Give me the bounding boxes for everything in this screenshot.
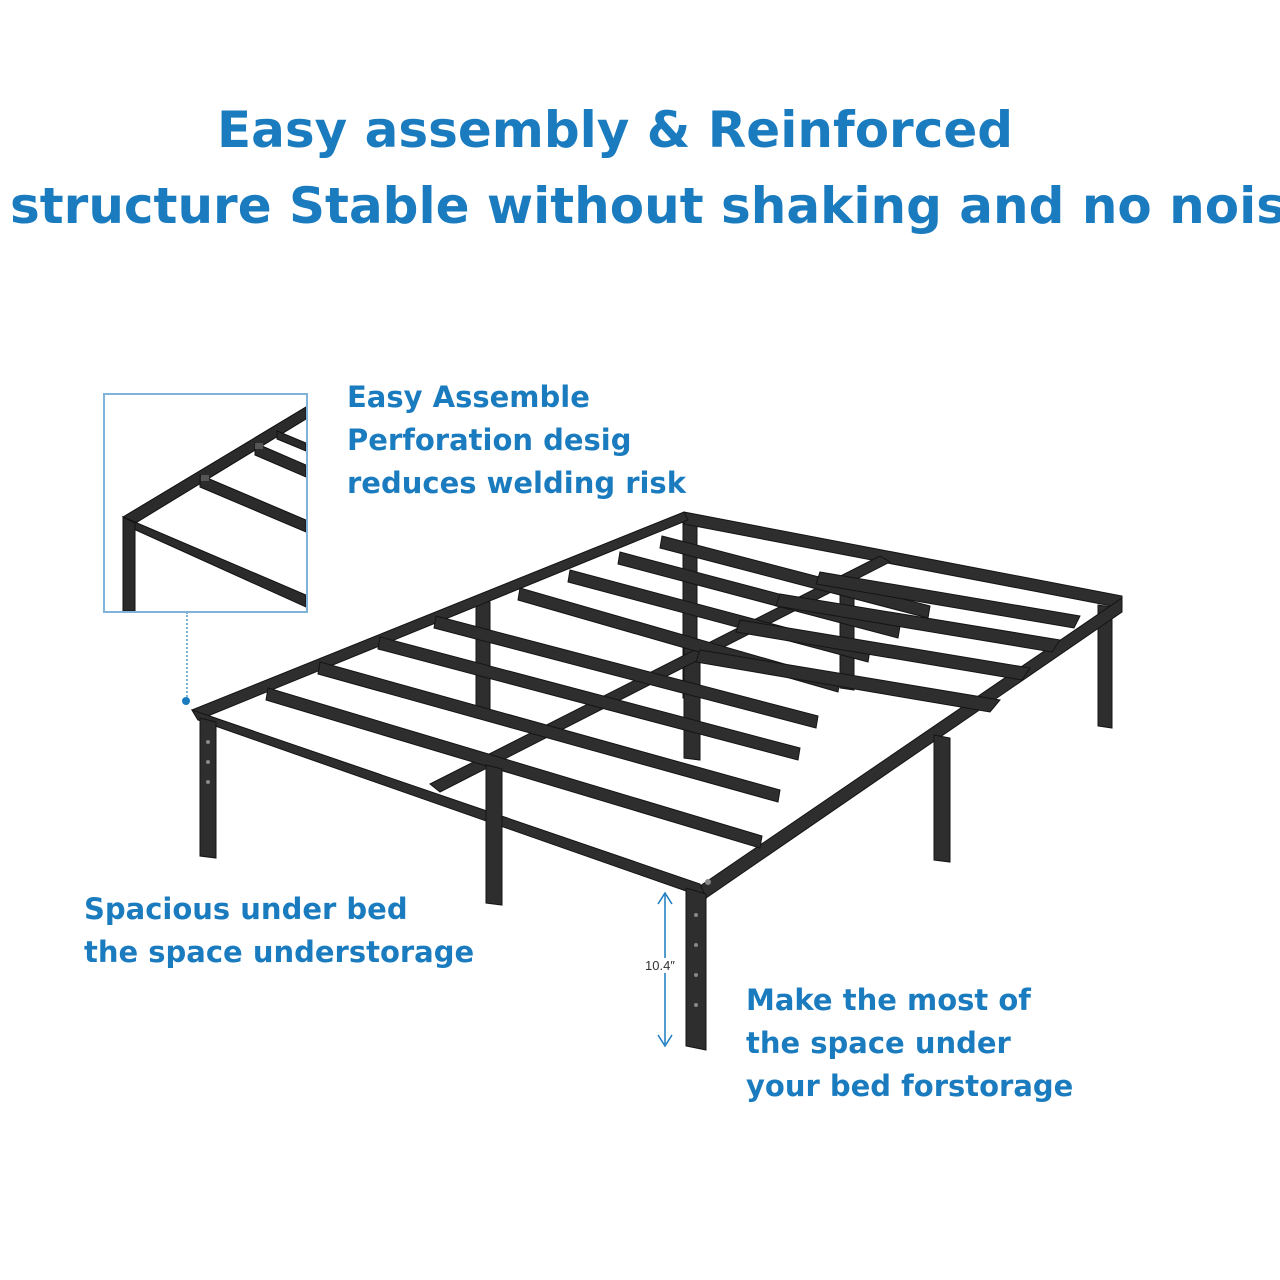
height-dimension-label: 10.4″ xyxy=(644,958,676,973)
storage-line-2: the space under xyxy=(746,1026,1011,1060)
easy-assemble-line-1: Easy Assemble xyxy=(347,380,590,414)
spacious-line-2: the space understorage xyxy=(84,935,475,969)
headline-line-1: Easy assembly & Reinforced xyxy=(216,101,1014,159)
easy-assemble-line-3: reduces welding risk xyxy=(347,466,686,500)
storage-line-3: your bed forstorage xyxy=(746,1069,1074,1103)
easy-assemble-callout: Easy Assemble Perforation desig reduces … xyxy=(347,376,686,505)
headline-line-2: structure Stable without shaking and no … xyxy=(10,177,1280,235)
assembly-detail-inset xyxy=(103,393,308,613)
storage-line-1: Make the most of xyxy=(746,983,1031,1017)
callout-leader-line xyxy=(186,612,188,700)
storage-callout: Make the most of the space under your be… xyxy=(746,979,1073,1108)
easy-assemble-line-2: Perforation desig xyxy=(347,423,632,457)
callout-leader-dot xyxy=(182,697,190,705)
spacious-under-bed-callout: Spacious under bed the space understorag… xyxy=(84,888,474,974)
frame-corner-detail-image xyxy=(121,406,306,611)
spacious-line-1: Spacious under bed xyxy=(84,892,408,926)
